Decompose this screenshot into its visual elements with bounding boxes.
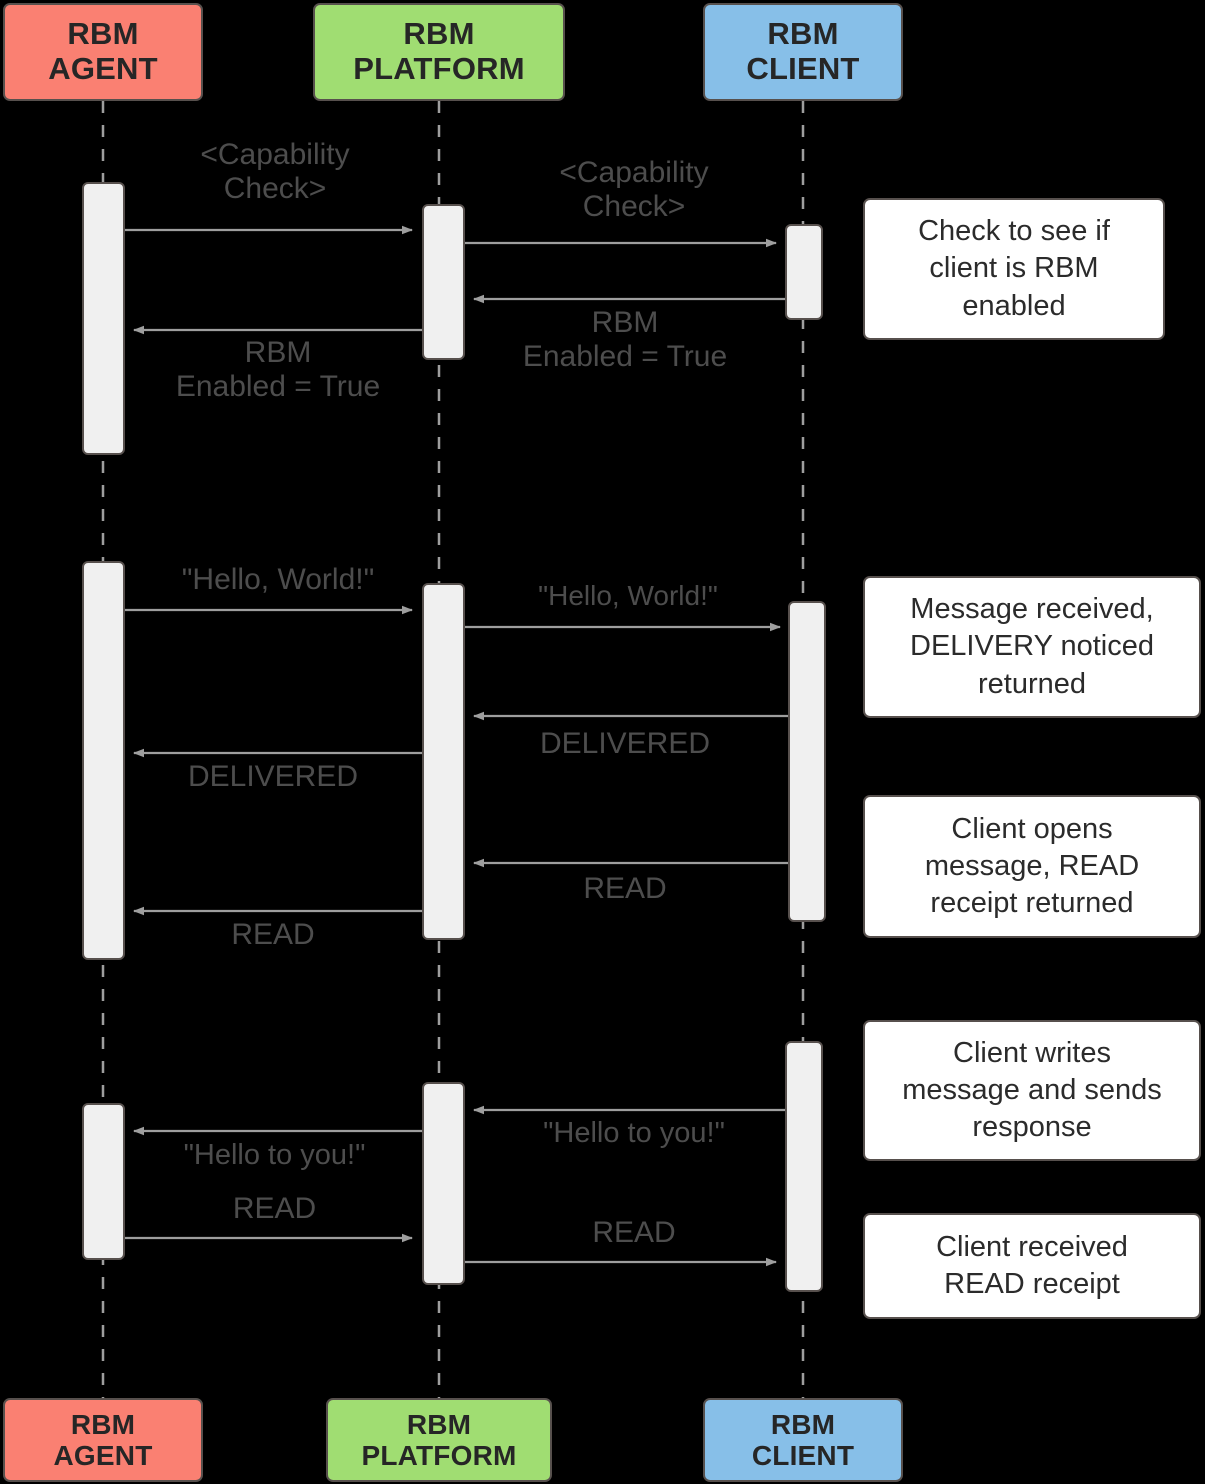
actor-header-agent-label: RBM AGENT <box>48 16 158 86</box>
note-message-received-text: Message received, DELIVERY noticed retur… <box>910 593 1154 700</box>
actor-footer-platform-label: RBM PLATFORM <box>361 1408 517 1471</box>
note-client-writes-message-text: Client writes message and sends response <box>902 1036 1162 1144</box>
note-message-received: Message received, DELIVERY noticed retur… <box>863 576 1201 718</box>
actor-header-platform-label: RBM PLATFORM <box>353 16 525 86</box>
actor-header-client-label: RBM CLIENT <box>746 16 860 86</box>
note-client-received-read-receipt: Client received READ receipt <box>863 1213 1201 1319</box>
arrows-hello-to-you <box>125 1105 790 1267</box>
note-client-opens-message-text: Client opens message, READ receipt retur… <box>924 812 1140 920</box>
note-client-received-read-receipt-text: Client received READ receipt <box>936 1230 1128 1300</box>
activation-agent-2 <box>82 561 125 960</box>
note-client-writes-message: Client writes message and sends response <box>863 1020 1201 1161</box>
activation-platform-2 <box>422 583 465 940</box>
actor-header-platform[interactable]: RBM PLATFORM <box>313 3 565 101</box>
note-check-client-rbm-enabled: Check to see if client is RBM enabled <box>863 198 1165 340</box>
actor-header-agent[interactable]: RBM AGENT <box>3 3 203 101</box>
arrows-capability-check <box>125 225 785 335</box>
activation-platform-3 <box>422 1082 465 1285</box>
actor-footer-client[interactable]: RBM CLIENT <box>703 1398 903 1482</box>
activation-agent-1 <box>82 182 125 455</box>
actor-footer-agent[interactable]: RBM AGENT <box>3 1398 203 1482</box>
activation-client-2 <box>788 601 826 922</box>
actor-footer-client-label: RBM CLIENT <box>751 1408 855 1471</box>
note-client-opens-message: Client opens message, READ receipt retur… <box>863 795 1201 938</box>
actor-header-client[interactable]: RBM CLIENT <box>703 3 903 101</box>
activation-agent-3 <box>82 1103 125 1260</box>
activation-platform-1 <box>422 204 465 360</box>
arrows-hello-world <box>125 605 790 916</box>
activation-client-1 <box>785 224 823 320</box>
actor-footer-agent-label: RBM AGENT <box>53 1408 153 1471</box>
note-check-client-rbm-enabled-text: Check to see if client is RBM enabled <box>918 215 1110 322</box>
activation-client-3 <box>785 1041 823 1292</box>
actor-footer-platform[interactable]: RBM PLATFORM <box>326 1398 552 1482</box>
